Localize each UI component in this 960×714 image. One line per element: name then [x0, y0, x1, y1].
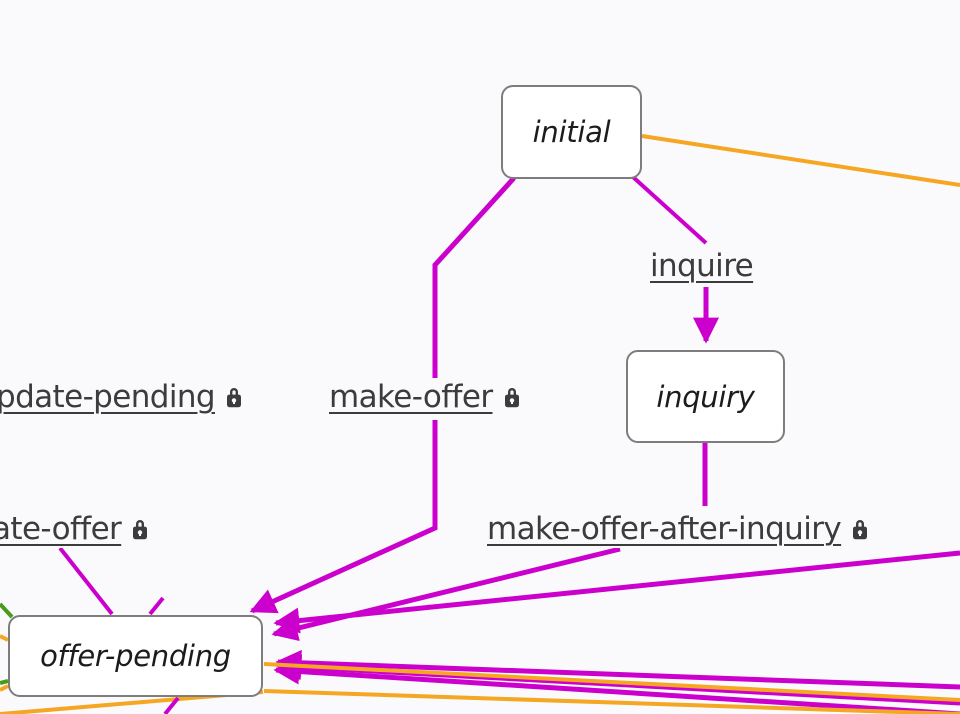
- edge-label-inquire[interactable]: inquire: [648, 247, 756, 285]
- edge-label-make-offer[interactable]: make-offer: [327, 378, 524, 416]
- edge-offer-pending-bottom-magenta: [163, 696, 180, 714]
- edge-offer-pending-left-orange-upper: [0, 634, 9, 642]
- edge-label-update-offer-text: ate-offer: [0, 511, 122, 547]
- edge-offer-pending-orange-down: [263, 689, 960, 714]
- edge-incoming-offer-pending-2: [275, 649, 960, 690]
- lock-icon: [130, 517, 150, 541]
- lock-icon: [224, 385, 244, 409]
- lock-icon: [850, 517, 870, 541]
- edge-label-update-pending-text: pdate-pending: [0, 379, 216, 415]
- node-inquiry[interactable]: inquiry: [626, 350, 785, 443]
- edge-label-inquire-text: inquire: [650, 248, 754, 284]
- edge-update-offer-to-offer-pending: [58, 546, 114, 616]
- edge-label-make-offer-after-inquiry[interactable]: make-offer-after-inquiry: [485, 510, 873, 548]
- node-inquiry-label: inquiry: [656, 379, 755, 414]
- node-offer-pending-label: offer-pending: [40, 639, 231, 673]
- edge-initial-to-make-offer: [432, 176, 516, 378]
- edge-make-offer-to-offer-pending: [249, 420, 438, 614]
- lock-icon: [502, 385, 522, 409]
- edge-initial-to-inquiry: [631, 175, 708, 245]
- node-offer-pending[interactable]: offer-pending: [8, 615, 263, 697]
- edge-label-make-offer-text: make-offer: [329, 379, 493, 415]
- edge-incoming-offer-pending-orange: [263, 662, 960, 702]
- edge-offer-pending-left-green-lower: [0, 679, 9, 685]
- edge-label-update-offer[interactable]: ate-offer: [0, 510, 153, 548]
- edge-offer-pending-left-green-top: [0, 602, 14, 619]
- edge-label-make-offer-after-inquiry-text: make-offer-after-inquiry: [487, 511, 842, 547]
- edge-make-offer-after-inquiry-to-offer-pending: [271, 546, 621, 642]
- node-initial[interactable]: initial: [501, 85, 642, 179]
- edge-incoming-offer-pending-4: [273, 658, 960, 714]
- node-initial-label: initial: [532, 115, 611, 149]
- edge-initial-orange-right: [641, 134, 960, 187]
- edge-label-update-pending[interactable]: pdate-pending: [0, 378, 246, 416]
- edge-incoming-offer-pending-1: [273, 550, 960, 634]
- edge-offer-pending-left-orange-lower: [0, 684, 9, 692]
- edge-offer-pending-top-magenta: [148, 596, 165, 616]
